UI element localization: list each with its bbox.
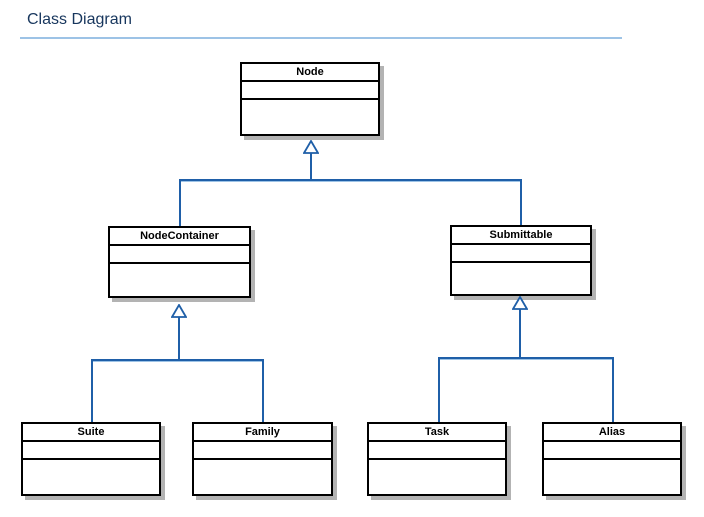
generalization-arrow-icon [511,295,529,310]
edge-submittable-bus [438,357,614,359]
class-box-nodecontainer[interactable]: NodeContainer [108,226,251,298]
edge-to-suite [91,359,93,422]
page-title: Class Diagram [27,11,132,28]
operations-compartment [23,460,159,494]
class-box-family[interactable]: Family [192,422,333,496]
edge-to-submittable [520,179,522,225]
attributes-compartment [23,442,159,460]
generalization-arrow-icon [302,139,320,154]
edge-to-nodecontainer [179,179,181,226]
title-rule-divider [20,37,622,39]
class-name-label: Alias [544,424,680,442]
class-name-label: Submittable [452,227,590,245]
class-name-label: Task [369,424,505,442]
attributes-compartment [369,442,505,460]
class-box-alias[interactable]: Alias [542,422,682,496]
edge-submittable-stem [519,309,521,359]
attributes-compartment [544,442,680,460]
class-box-submittable[interactable]: Submittable [450,225,592,296]
class-name-label: Suite [23,424,159,442]
edge-node-stem [310,153,312,180]
operations-compartment [194,460,331,494]
operations-compartment [242,100,378,134]
operations-compartment [452,263,590,294]
class-name-label: Node [242,64,378,82]
class-box-node[interactable]: Node [240,62,380,136]
operations-compartment [369,460,505,494]
generalization-arrow-icon [170,303,188,318]
class-box-task[interactable]: Task [367,422,507,496]
attributes-compartment [242,82,378,100]
edge-to-task [438,357,440,422]
edge-node-bus [179,179,522,181]
attributes-compartment [110,246,249,264]
edge-nodecontainer-stem [178,317,180,361]
operations-compartment [544,460,680,494]
edge-to-family [262,359,264,422]
class-box-suite[interactable]: Suite [21,422,161,496]
class-name-label: Family [194,424,331,442]
class-name-label: NodeContainer [110,228,249,246]
attributes-compartment [452,245,590,263]
operations-compartment [110,264,249,296]
attributes-compartment [194,442,331,460]
edge-nodecontainer-bus [91,359,264,361]
edge-to-alias [612,357,614,422]
